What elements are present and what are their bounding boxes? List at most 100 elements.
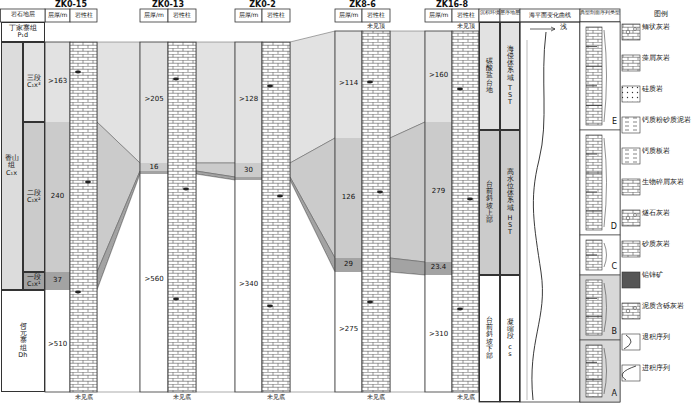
label-text: 沉积环境 — [479, 10, 500, 16]
label-text: 层厚/m — [335, 12, 362, 19]
legend-text: 进积序列 — [642, 365, 699, 372]
thickness-cell — [235, 180, 262, 392]
node-text: 三段 — [27, 75, 41, 82]
thickness-cell — [45, 122, 70, 272]
label-text: 未见底 — [450, 394, 481, 401]
node-text: C₁x — [6, 170, 17, 177]
node-text: E — [612, 118, 617, 127]
node-text: 凝缩段 — [507, 319, 514, 340]
label-text: 岩性柱 — [70, 12, 97, 19]
legend-symbol — [622, 117, 640, 133]
column-frame — [520, 22, 580, 402]
header-cell — [70, 9, 97, 22]
legend-mark — [634, 214, 637, 217]
thickness-cell — [140, 174, 168, 392]
node-text: 一段 — [27, 274, 41, 281]
node-text: B — [612, 328, 618, 337]
ore-lens — [457, 308, 463, 311]
type-step — [586, 298, 597, 299]
label-text: 240 — [45, 193, 70, 201]
thickness-cell — [45, 272, 70, 290]
legend-curve — [624, 335, 631, 349]
header-cell — [168, 9, 196, 22]
label-text: 浅 — [557, 24, 569, 32]
ore-lens — [267, 305, 273, 308]
legend-mark — [626, 30, 630, 34]
label-text: 29 — [335, 261, 362, 269]
type-mini-column — [586, 240, 602, 270]
thickness-cell — [335, 272, 362, 392]
sequence-type-box: D — [580, 130, 620, 235]
strata-box: 二段C₁x² — [23, 122, 46, 272]
strata-box: 碳酸盐台地 — [479, 22, 500, 130]
type-box-ground — [580, 340, 620, 402]
thickness-cell — [335, 258, 362, 272]
header-cell — [235, 9, 262, 22]
type-mini-column — [586, 345, 602, 397]
sequence-arrow — [604, 243, 607, 267]
strata-box: 海侵体系域TST — [500, 22, 520, 130]
legend-symbol — [622, 241, 640, 257]
label-text: 未见底 — [260, 394, 292, 401]
label-text: ZK0-13 — [134, 1, 202, 10]
ore-lens — [183, 188, 189, 191]
label-text: >560 — [140, 276, 168, 284]
type-box-ground — [580, 275, 620, 340]
header-cell — [45, 9, 70, 22]
sequence-arrow — [604, 283, 607, 332]
sea-level-axis — [527, 40, 528, 400]
legend-text: 泥质含砾灰岩 — [642, 303, 699, 310]
type-step — [586, 66, 602, 67]
legend-text: 退积序列 — [642, 334, 699, 341]
label-text: >340 — [235, 281, 262, 289]
node-text: C — [611, 263, 617, 272]
type-step — [586, 173, 602, 174]
label-text: ZK0-15 — [39, 1, 103, 10]
label-text: 岩石地层 — [0, 11, 45, 18]
label-text: 岩性柱 — [452, 12, 479, 19]
label-text: 图例 — [622, 11, 700, 19]
thickness-cell — [425, 31, 452, 122]
type-step — [586, 379, 602, 380]
correlation-band — [196, 174, 235, 392]
label-text: >128 — [235, 96, 262, 104]
lithology-column — [70, 42, 97, 392]
legend-symbol — [622, 55, 640, 71]
sequence-type-box: E — [580, 22, 620, 130]
legend-mark — [634, 28, 637, 31]
header-cell — [479, 9, 500, 22]
node-text: Dh — [18, 352, 27, 359]
ore-lens — [367, 81, 373, 84]
ore-lens — [267, 85, 273, 88]
label-text: 层厚/m — [140, 12, 168, 19]
label-text: 岩性柱 — [362, 12, 390, 19]
legend-symbol — [622, 334, 640, 350]
sequence-type-box: A — [580, 340, 620, 402]
node-text: 碳酸盐台地 — [486, 58, 493, 94]
lithology-column — [362, 31, 390, 392]
thickness-column — [45, 42, 70, 392]
legend-text: 鲕状灰岩 — [642, 24, 699, 31]
node-text: C₁x¹ — [27, 281, 41, 288]
thickness-column — [140, 42, 168, 392]
ore-lens — [85, 181, 91, 184]
strata-box: 何元寨组Dh — [1, 290, 46, 392]
label-text: 16 — [140, 164, 168, 172]
thickness-cell — [335, 31, 362, 138]
type-mini-column — [586, 135, 602, 230]
label-text: >310 — [425, 331, 452, 339]
sequence-type-box: C — [580, 235, 620, 275]
strata-box: 丁家寨组P₁d — [1, 22, 46, 42]
label-text: 层序地层 — [500, 10, 520, 16]
ore-lens — [277, 195, 283, 198]
label-text: 层厚/m — [425, 12, 452, 19]
legend-symbol — [622, 148, 640, 164]
strata-box: 台前斜坡上部 — [479, 130, 500, 275]
node-text: D — [611, 223, 617, 232]
legend-text: 燧石灰岩 — [642, 210, 699, 217]
legend-symbol — [622, 179, 640, 195]
sequence-arrow — [604, 138, 607, 227]
thickness-column — [335, 31, 362, 392]
label-text: 37 — [45, 277, 70, 285]
lithology-column — [452, 31, 479, 392]
